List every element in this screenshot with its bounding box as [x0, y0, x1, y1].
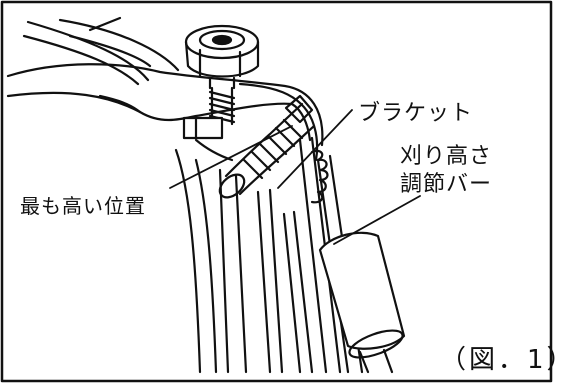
height-bar-cylinder	[318, 231, 406, 374]
figure-caption: （図．1）	[440, 345, 576, 375]
label-cutting-height-bar-line1: 刈り高さ	[400, 144, 493, 169]
lever-arm	[6, 63, 324, 162]
roller-housing	[22, 16, 180, 86]
knob-icon	[184, 24, 260, 90]
label-highest-position: 最も高い位置	[20, 194, 146, 218]
label-bracket: ブラケット	[358, 101, 474, 126]
label-cutting-height-bar: 刈り高さ 調節バー	[400, 143, 492, 199]
clip-spring-icon	[310, 149, 329, 204]
leader-lines	[169, 109, 421, 245]
screw-thread	[182, 86, 236, 140]
mower-height-adjust-illustration	[0, 0, 553, 383]
spring-icon	[218, 94, 316, 199]
label-cutting-height-bar-line2: 調節バー	[400, 172, 493, 197]
figure-border	[0, 0, 553, 383]
